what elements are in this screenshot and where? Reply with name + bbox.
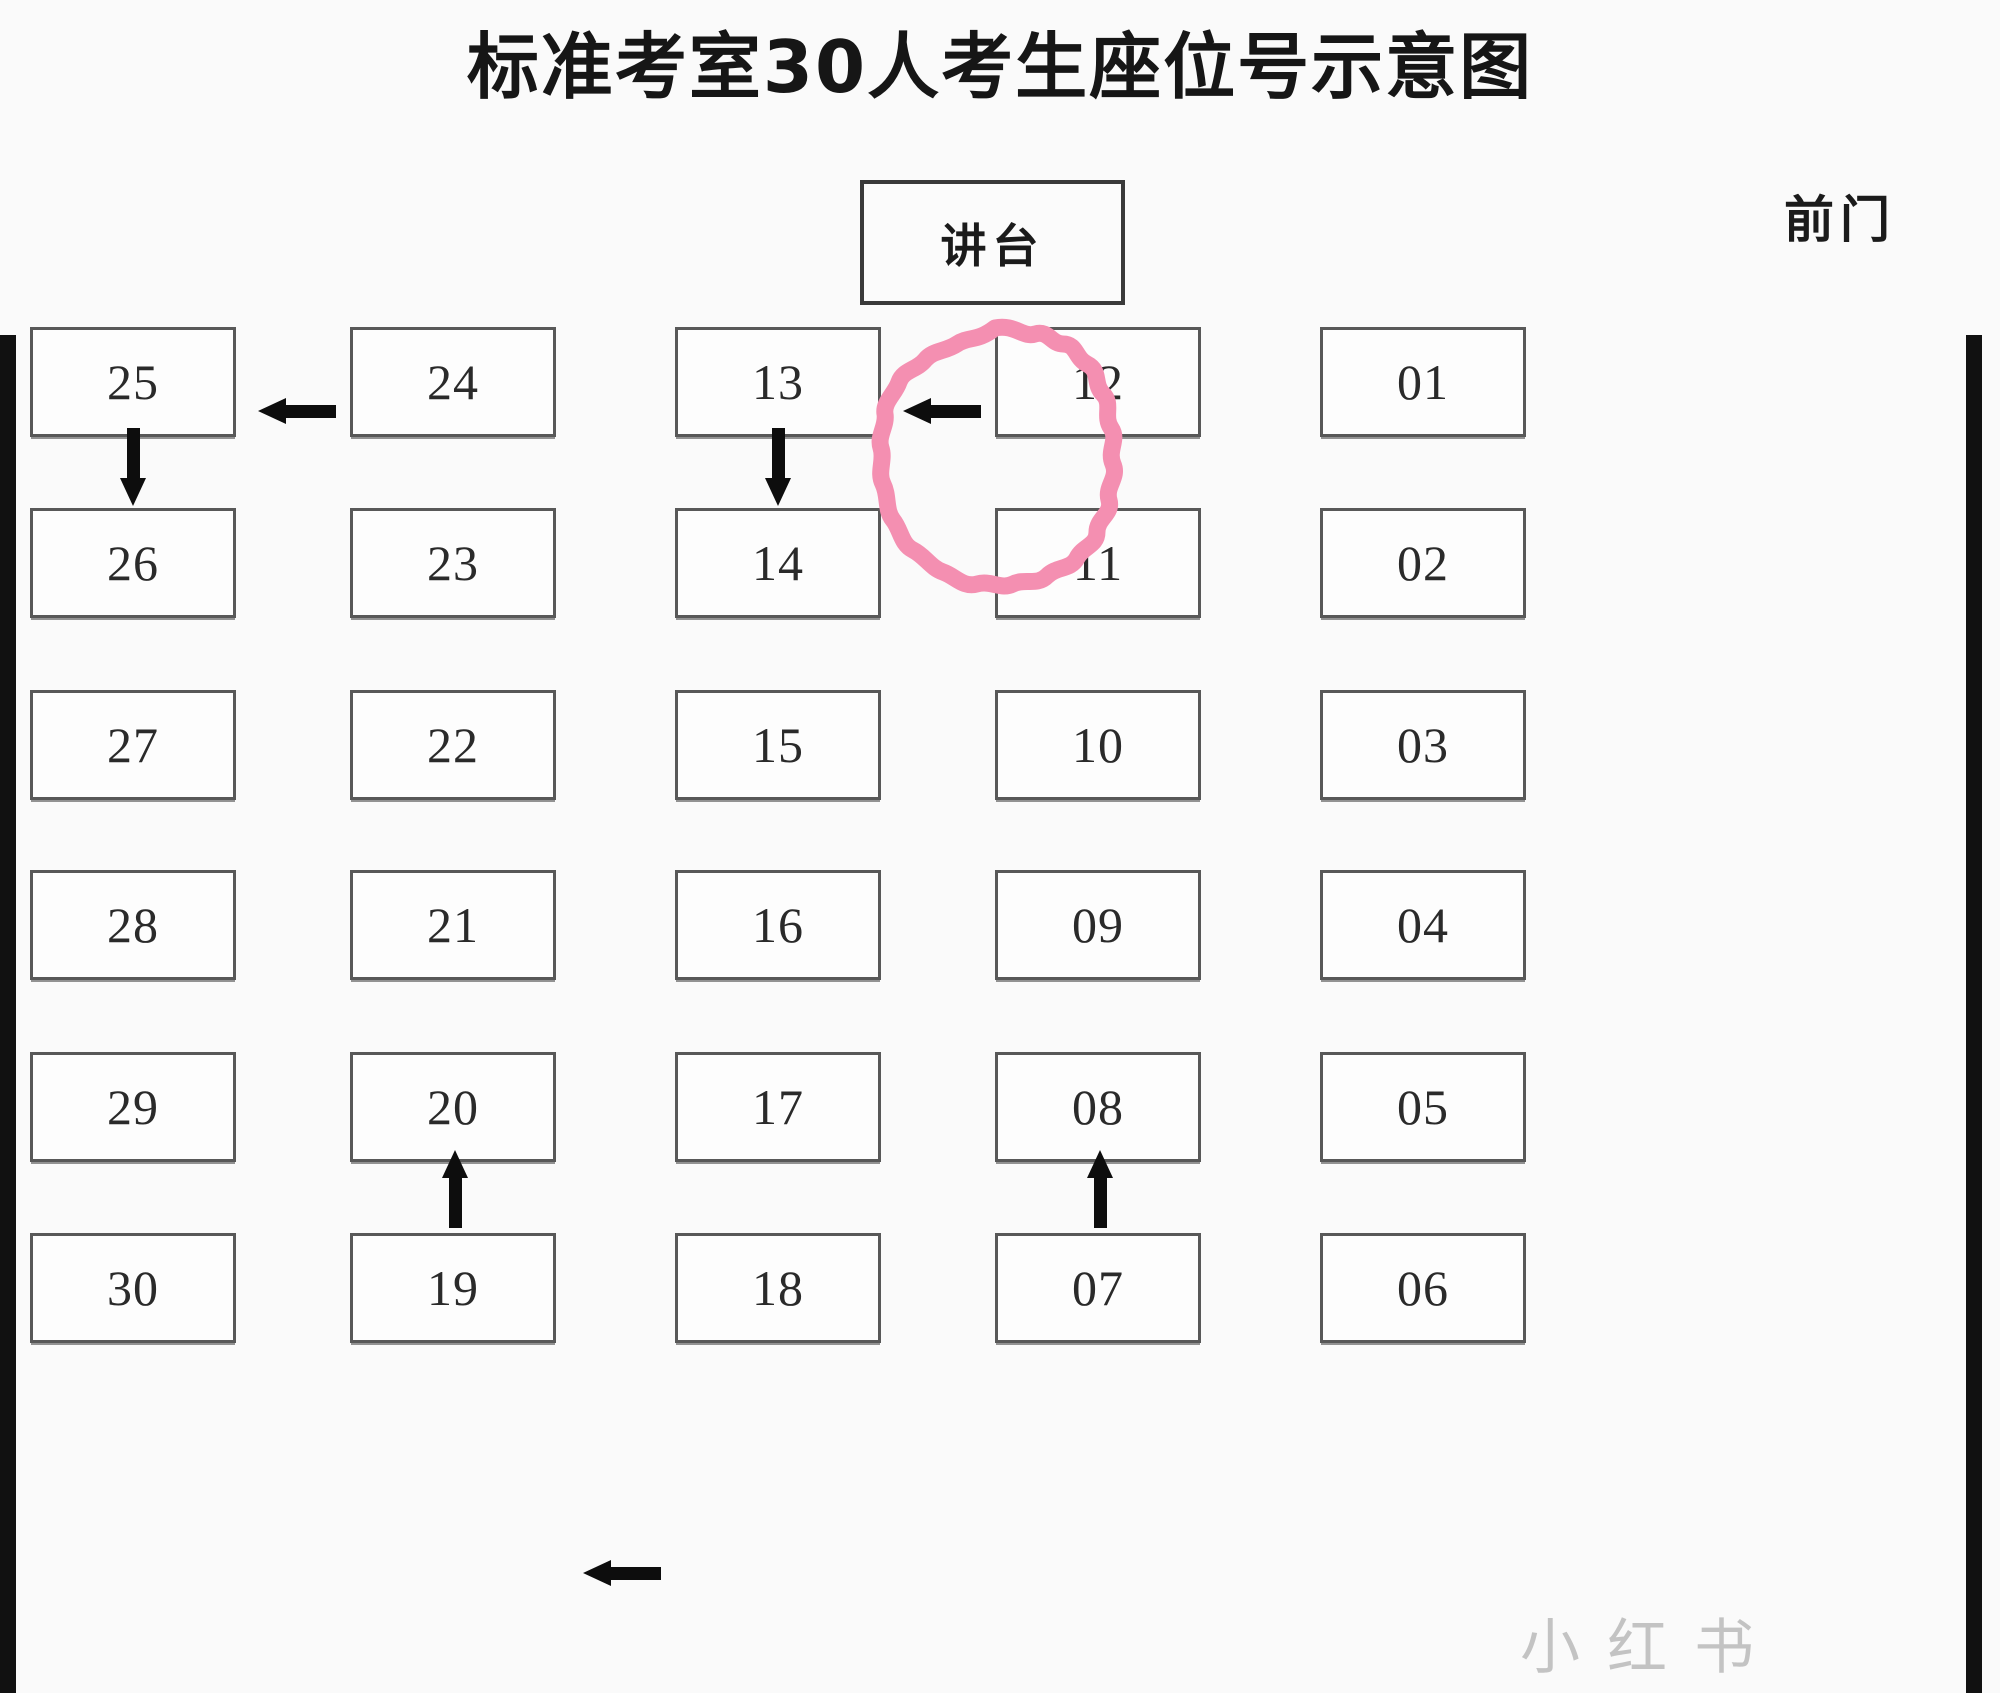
right-wall xyxy=(1966,335,1982,1693)
seat-18[interactable]: 18 xyxy=(675,1233,881,1343)
seat-23[interactable]: 23 xyxy=(350,508,556,618)
seat-13[interactable]: 13 xyxy=(675,327,881,437)
arrow-08-to-09-icon xyxy=(1087,1150,1113,1228)
seat-10[interactable]: 10 xyxy=(995,690,1201,800)
seat-06[interactable]: 06 xyxy=(1320,1233,1526,1343)
seat-16[interactable]: 16 xyxy=(675,870,881,980)
seat-12[interactable]: 12 xyxy=(995,327,1201,437)
seat-22[interactable]: 22 xyxy=(350,690,556,800)
seat-09[interactable]: 09 xyxy=(995,870,1201,980)
seat-21[interactable]: 21 xyxy=(350,870,556,980)
arrow-12-to-13-icon xyxy=(903,398,981,424)
seat-25[interactable]: 25 xyxy=(30,327,236,437)
seat-02[interactable]: 02 xyxy=(1320,508,1526,618)
seat-19[interactable]: 19 xyxy=(350,1233,556,1343)
seat-04[interactable]: 04 xyxy=(1320,870,1526,980)
left-wall xyxy=(0,335,16,1693)
seat-28[interactable]: 28 xyxy=(30,870,236,980)
seat-05[interactable]: 05 xyxy=(1320,1052,1526,1162)
watermark-text: 小 红 书 xyxy=(1520,1613,1759,1683)
podium-label: 讲台 xyxy=(940,218,1045,273)
page-title: 标准考室30人考生座位号示意图 xyxy=(466,25,1534,109)
seat-30[interactable]: 30 xyxy=(30,1233,236,1343)
watermark: 小 红 书 xyxy=(1520,1594,1970,1686)
seat-17[interactable]: 17 xyxy=(675,1052,881,1162)
seat-03[interactable]: 03 xyxy=(1320,690,1526,800)
arrow-18-to-19-icon xyxy=(583,1560,661,1586)
seat-15[interactable]: 15 xyxy=(675,690,881,800)
seat-27[interactable]: 27 xyxy=(30,690,236,800)
seat-01[interactable]: 01 xyxy=(1320,327,1526,437)
seat-07[interactable]: 07 xyxy=(995,1233,1201,1343)
front-door-text: 前门 xyxy=(1784,191,1896,249)
seat-11[interactable]: 11 xyxy=(995,508,1201,618)
seat-29[interactable]: 29 xyxy=(30,1052,236,1162)
seat-20[interactable]: 20 xyxy=(350,1052,556,1162)
seat-24[interactable]: 24 xyxy=(350,327,556,437)
arrow-20-to-21-icon xyxy=(442,1150,468,1228)
front-door-label: 前门 xyxy=(1730,180,1950,252)
arrow-25-to-26-icon xyxy=(120,428,146,506)
seat-08[interactable]: 08 xyxy=(995,1052,1201,1162)
podium-box: 讲台 xyxy=(860,180,1125,305)
seat-26[interactable]: 26 xyxy=(30,508,236,618)
arrow-24-to-25-icon xyxy=(258,398,336,424)
seat-14[interactable]: 14 xyxy=(675,508,881,618)
arrow-13-to-14-icon xyxy=(765,428,791,506)
